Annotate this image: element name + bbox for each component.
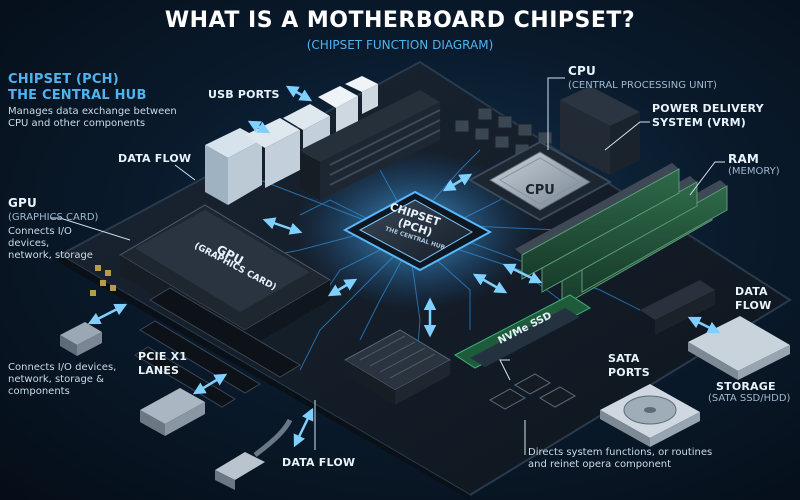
label-gpu-description: Connects I/O devices, network, storage (8, 226, 93, 261)
label-power-line2: SYSTEM (VRM) (652, 116, 746, 129)
label-storage: STORAGE (716, 380, 776, 393)
label-connects-io: Connects I/O devices, network, storage &… (8, 362, 117, 397)
chipset-callout-title-line2: THE CENTRAL HUB (8, 88, 147, 103)
label-directs-functions: Directs system functions, or routines an… (528, 447, 713, 470)
network-device (60, 322, 102, 356)
label-data-flow-right-line2: FLOW (735, 299, 772, 312)
io-chips-left (90, 265, 116, 296)
label-leader-lines (50, 77, 725, 455)
io-panel (205, 76, 378, 205)
sata-ports (488, 373, 577, 410)
label-cpu: CPU (568, 64, 596, 78)
label-sata-line2: PORTS (608, 366, 650, 379)
power-connector (640, 280, 715, 335)
usb-drive (140, 388, 205, 436)
label-data-flow-bottom: DATA FLOW (282, 456, 356, 469)
label-power-line1: POWER DELIVERY (652, 102, 764, 115)
data-flow-arrows (87, 85, 721, 448)
label-data-flow-right-line1: DATA (735, 285, 768, 298)
storage-device-hdd (600, 384, 700, 447)
chipset-chip (342, 190, 493, 272)
vrm-heatsink (300, 90, 441, 200)
label-sata-line1: SATA (608, 352, 640, 365)
usb-cable (215, 418, 293, 490)
label-storage-sub: (SATA SSD/HDD) (708, 393, 791, 404)
label-pcie-line2: LANES (138, 364, 180, 377)
label-ram: RAM (728, 152, 760, 166)
label-ram-sub: (MEMORY) (728, 166, 780, 177)
page-title: WHAT IS A MOTHERBOARD CHIPSET? (164, 8, 636, 33)
label-data-flow-left: DATA FLOW (118, 152, 192, 165)
label-gpu-sub: (GRAPHICS CARD) (8, 212, 99, 223)
chipset-callout-title-line1: CHIPSET (PCH) (8, 72, 119, 87)
label-gpu: GPU (8, 196, 37, 210)
page-subtitle: (CHIPSET FUNCTION DIAGRAM) (306, 38, 494, 52)
nvme-ssd (454, 294, 591, 369)
ram-modules (515, 163, 728, 307)
label-usb-ports: USB PORTS (208, 88, 280, 101)
label-cpu-sub: (CENTRAL PROCESSING UNIT) (568, 80, 717, 91)
cpu-socket (467, 140, 613, 222)
chipset-callout-description: Manages data exchange between CPU and ot… (8, 106, 177, 129)
cpu-chip-label: CPU (525, 183, 555, 198)
label-pcie-line1: PCIe x1 (138, 350, 188, 363)
chipset-heatsink (343, 329, 452, 405)
